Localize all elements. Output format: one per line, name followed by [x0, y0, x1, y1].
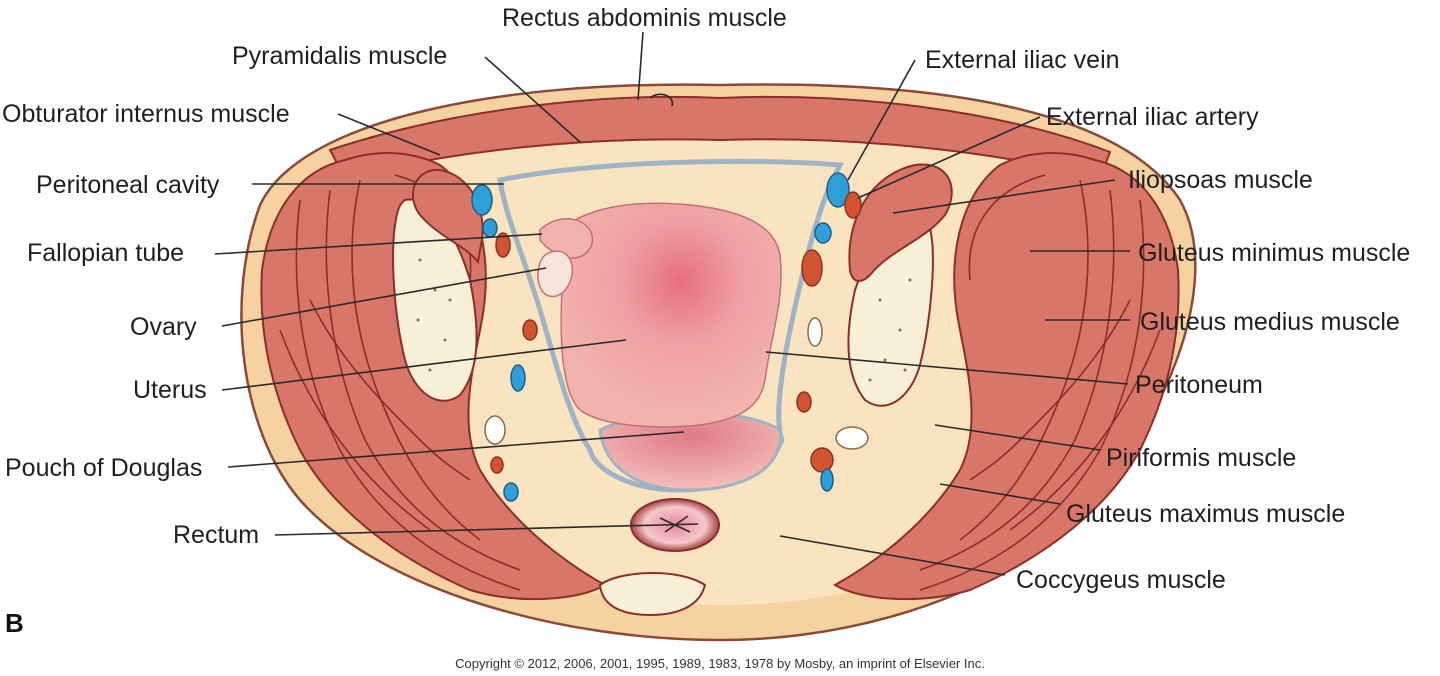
right-gluteal-muscle-group [832, 152, 1180, 601]
label-external-iliac-vein: External iliac vein [925, 46, 1120, 74]
label-pouch-of-douglas: Pouch of Douglas [5, 454, 202, 482]
ovary-shape [537, 250, 574, 298]
copyright-text: Copyright © 2012, 2006, 2001, 1995, 1989… [455, 656, 985, 671]
label-obturator-internus: Obturator internus muscle [2, 100, 290, 128]
label-coccygeus: Coccygeus muscle [1016, 566, 1226, 594]
uterus-shape [557, 202, 782, 428]
linea-alba [649, 93, 674, 107]
label-pyramidalis: Pyramidalis muscle [232, 42, 447, 70]
label-piriformis: Piriformis muscle [1106, 444, 1296, 472]
label-peritoneal-cavity: Peritoneal cavity [36, 171, 220, 199]
label-rectum: Rectum [173, 521, 259, 549]
label-iliopsoas: Iliopsoas muscle [1128, 166, 1313, 194]
panel-letter: B [5, 608, 24, 638]
label-ovary: Ovary [130, 313, 197, 341]
label-fallopian-tube: Fallopian tube [27, 239, 184, 267]
label-gluteus-medius: Gluteus medius muscle [1140, 308, 1400, 336]
right-vessels [796, 172, 869, 492]
label-uterus: Uterus [133, 376, 207, 404]
fallopian-tube-shape [539, 218, 594, 259]
right-iliopsoas [848, 163, 953, 282]
leader-lines [214, 31, 1130, 576]
coccyx [598, 572, 707, 617]
left-hip-bone [392, 198, 478, 402]
label-gluteus-maximus: Gluteus maximus muscle [1066, 500, 1345, 528]
label-gluteus-minimus: Gluteus minimus muscle [1138, 239, 1410, 267]
label-external-iliac-artery: External iliac artery [1046, 103, 1259, 131]
label-rectus-abdominis: Rectus abdominis muscle [502, 4, 787, 32]
label-peritoneum: Peritoneum [1135, 371, 1263, 399]
right-muscle-striations [919, 174, 1161, 591]
left-muscle-striations [279, 174, 521, 591]
